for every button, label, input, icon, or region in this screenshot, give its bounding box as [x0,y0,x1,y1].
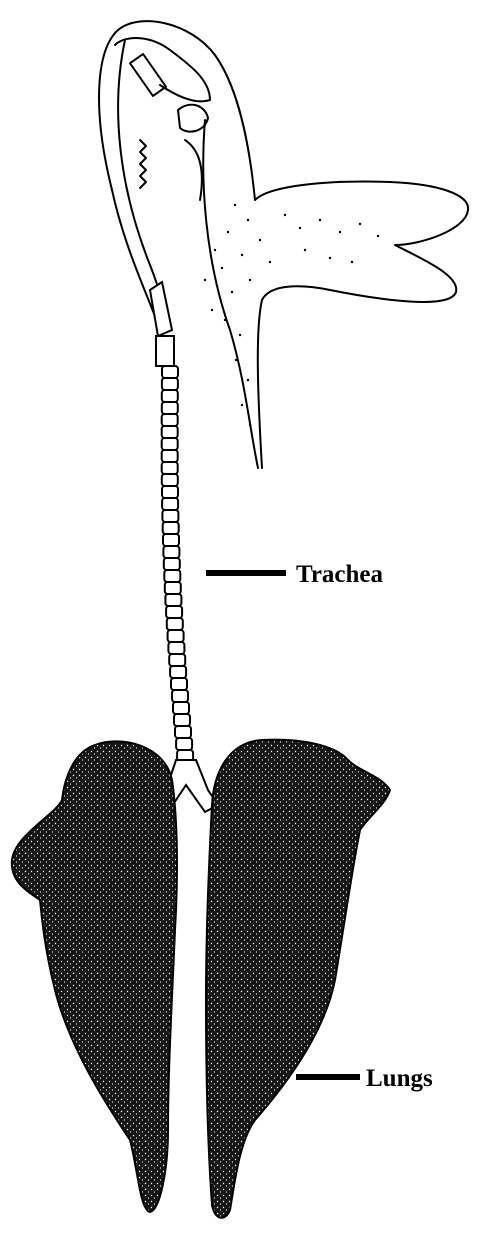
trachea [150,282,218,812]
trachea-ring [163,522,179,534]
trachea-ring [162,510,178,522]
trachea-ring [162,426,178,438]
trachea-ring [174,714,190,726]
trachea-ring [162,390,178,402]
trachea-ring [173,702,189,714]
trachea-ring [162,378,178,390]
trachea-ring [175,726,191,738]
trachea-ring [162,414,178,426]
larynx-segment [156,336,174,366]
label-lungs: Lungs [366,1065,433,1092]
trachea-ring [162,474,178,486]
head-outline [99,21,468,468]
trachea-ring [162,486,178,498]
left-lung [12,741,177,1212]
trachea-ring [162,498,178,510]
trachea-ring [162,462,178,474]
head-stippling [204,204,379,426]
trachea-ring [170,666,186,678]
snake-head [99,21,468,468]
trachea-ring [168,642,184,654]
upper-jaw [115,38,210,101]
neck-line [203,120,258,468]
right-lung [206,740,390,1218]
trachea-ring [168,630,184,642]
tooth-bar [130,54,166,96]
larynx [150,282,172,336]
label-lungs-group: Lungs [296,1065,433,1092]
trachea-ring [163,546,179,558]
trachea-ring [169,654,185,666]
trachea-ring [165,582,181,594]
trachea-ring [165,594,181,606]
label-trachea: Trachea [296,561,384,588]
trachea-ring [164,558,180,570]
trachea-ring [162,366,178,378]
trachea-ring [171,678,187,690]
tongue-sheath [185,140,202,200]
trachea-rings [162,366,193,762]
trachea-ring [162,450,178,462]
trachea-ring [163,534,179,546]
lower-jaw-teeth [140,140,146,188]
label-trachea-group: Trachea [206,561,384,588]
trachea-ring [172,690,188,702]
trachea-ring [162,438,178,450]
trachea-ring [176,738,192,750]
trachea-pointer [206,570,286,576]
lungs [12,740,390,1218]
lungs-pointer [296,1074,360,1080]
trachea-ring [162,402,178,414]
trachea-ring [166,606,182,618]
trachea-ring [167,618,183,630]
trachea-ring [164,570,180,582]
glottis [178,105,208,132]
